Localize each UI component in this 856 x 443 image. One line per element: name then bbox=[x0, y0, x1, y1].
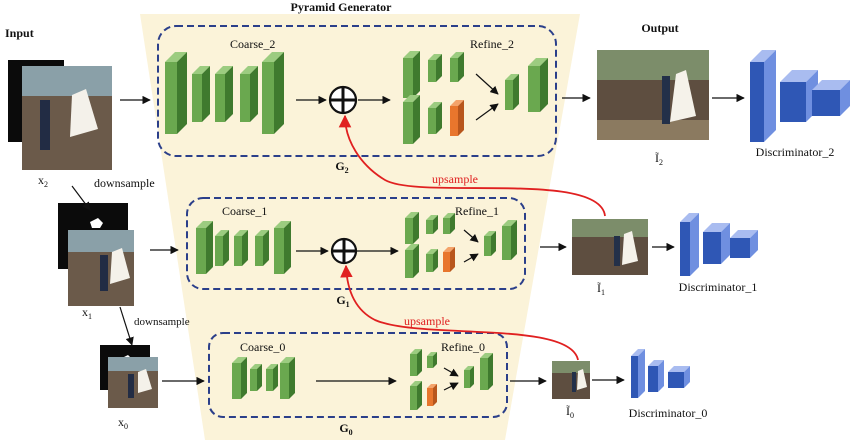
g1-box bbox=[186, 197, 526, 290]
disc1-label: Discriminator_1 bbox=[679, 280, 758, 294]
refine-2-merge-layer bbox=[528, 58, 548, 112]
downsample-arrow-1 bbox=[71, 185, 91, 211]
refine-1-layer bbox=[426, 249, 438, 272]
refine-1-label: Refine_1 bbox=[455, 204, 499, 218]
refine-0-merge-layer bbox=[464, 366, 474, 388]
disc0-label: Discriminator_0 bbox=[629, 406, 708, 420]
coarse-1-layer bbox=[196, 221, 213, 274]
arrow-refine0-a bbox=[443, 367, 459, 377]
discriminator-0 bbox=[668, 366, 690, 388]
refine-0-orange-layer bbox=[427, 384, 437, 406]
x1-label: x1 bbox=[82, 305, 92, 321]
coarse-1-layer bbox=[255, 230, 269, 266]
coarse-0-layer bbox=[266, 364, 278, 391]
network-layers bbox=[165, 51, 548, 410]
arrow-refine2-b bbox=[475, 103, 499, 121]
sum-node-2 bbox=[328, 85, 358, 115]
refine-1-merge-layer bbox=[502, 220, 517, 260]
upsample-label-1: upsample bbox=[432, 172, 478, 186]
coarse-0-layer bbox=[250, 364, 262, 391]
arrow-refine1-b bbox=[463, 253, 479, 263]
coarse-0-layer bbox=[232, 357, 247, 399]
input-x0 bbox=[100, 345, 158, 408]
out1-label: Ĩ1 bbox=[597, 281, 605, 297]
coarse-2-layer bbox=[240, 66, 258, 122]
refine-0-layer bbox=[410, 381, 422, 410]
refine-1-orange-layer bbox=[443, 247, 455, 272]
coarse-1-layer bbox=[234, 230, 248, 266]
refine-0-merge-layer bbox=[480, 353, 493, 390]
coarse-2-layer bbox=[262, 52, 284, 134]
g2-label: G2 bbox=[335, 159, 348, 175]
refine-2-orange-layer bbox=[450, 100, 464, 136]
refine-2-merge-layer bbox=[505, 74, 519, 110]
discriminator-0 bbox=[631, 349, 645, 398]
refine-2-layer bbox=[428, 102, 442, 134]
output-i0 bbox=[552, 361, 590, 399]
refine-0-layer bbox=[427, 352, 437, 368]
g1-label: G1 bbox=[336, 293, 349, 309]
arrow-refine0-b bbox=[443, 382, 459, 391]
coarse-1-label: Coarse_1 bbox=[222, 204, 267, 218]
refine-0-layer bbox=[410, 349, 422, 376]
sum-node-1 bbox=[330, 237, 358, 265]
refine-2-layer bbox=[450, 52, 464, 82]
input-x1 bbox=[58, 203, 134, 306]
coarse-2-layer bbox=[215, 66, 233, 122]
refine-1-layer bbox=[405, 212, 419, 244]
output-heading: Output bbox=[641, 21, 678, 35]
refine-2-layer bbox=[403, 51, 420, 98]
refine-0-label: Refine_0 bbox=[441, 340, 485, 354]
coarse-0-layer bbox=[280, 357, 295, 399]
refine-2-layer bbox=[403, 95, 420, 144]
discriminator-1 bbox=[703, 223, 730, 264]
refine-1-merge-layer bbox=[484, 231, 496, 256]
x2-label: x2 bbox=[38, 173, 48, 189]
discriminator-1 bbox=[730, 230, 758, 258]
disc2-label: Discriminator_2 bbox=[756, 145, 835, 159]
output-i2 bbox=[597, 50, 709, 140]
input-x2 bbox=[8, 60, 112, 170]
discriminators bbox=[631, 50, 850, 398]
discriminator-2 bbox=[812, 80, 850, 116]
upsample-arrow-1 bbox=[338, 114, 606, 217]
discriminator-1 bbox=[680, 213, 699, 276]
out2-label: Ĩ2 bbox=[655, 151, 663, 167]
coarse-2-layer bbox=[192, 66, 210, 122]
g0-box bbox=[208, 332, 508, 418]
arrow-refine1-a bbox=[463, 229, 479, 243]
x0-label: x0 bbox=[118, 415, 128, 431]
coarse-1-layer bbox=[215, 230, 229, 266]
discriminator-0 bbox=[648, 360, 664, 392]
refine-1-layer bbox=[426, 215, 438, 234]
diagram-title: Pyramid Generator bbox=[291, 0, 393, 14]
refine-2-layer bbox=[428, 54, 442, 82]
downsample-label-2: downsample bbox=[134, 316, 190, 328]
input-heading: Input bbox=[5, 26, 34, 40]
downsample-arrow-2 bbox=[119, 306, 134, 346]
g0-label: G0 bbox=[339, 421, 352, 437]
refine-1-layer bbox=[405, 244, 419, 278]
coarse-0-label: Coarse_0 bbox=[240, 340, 285, 354]
out0-label: Ĩ0 bbox=[566, 404, 574, 420]
output-i1 bbox=[572, 219, 648, 275]
coarse-2-label: Coarse_2 bbox=[230, 37, 275, 51]
downsample-label-1: downsample bbox=[94, 176, 155, 190]
refine-1-layer bbox=[443, 213, 455, 234]
coarse-2-layer bbox=[165, 52, 187, 134]
g2-box bbox=[157, 25, 557, 157]
discriminator-2 bbox=[750, 50, 776, 142]
upsample-label-2: upsample bbox=[404, 314, 450, 328]
arrow-refine2-a bbox=[475, 73, 499, 95]
upsample-arrow-2 bbox=[340, 264, 579, 361]
refine-2-label: Refine_2 bbox=[470, 37, 514, 51]
coarse-1-layer bbox=[274, 221, 291, 274]
